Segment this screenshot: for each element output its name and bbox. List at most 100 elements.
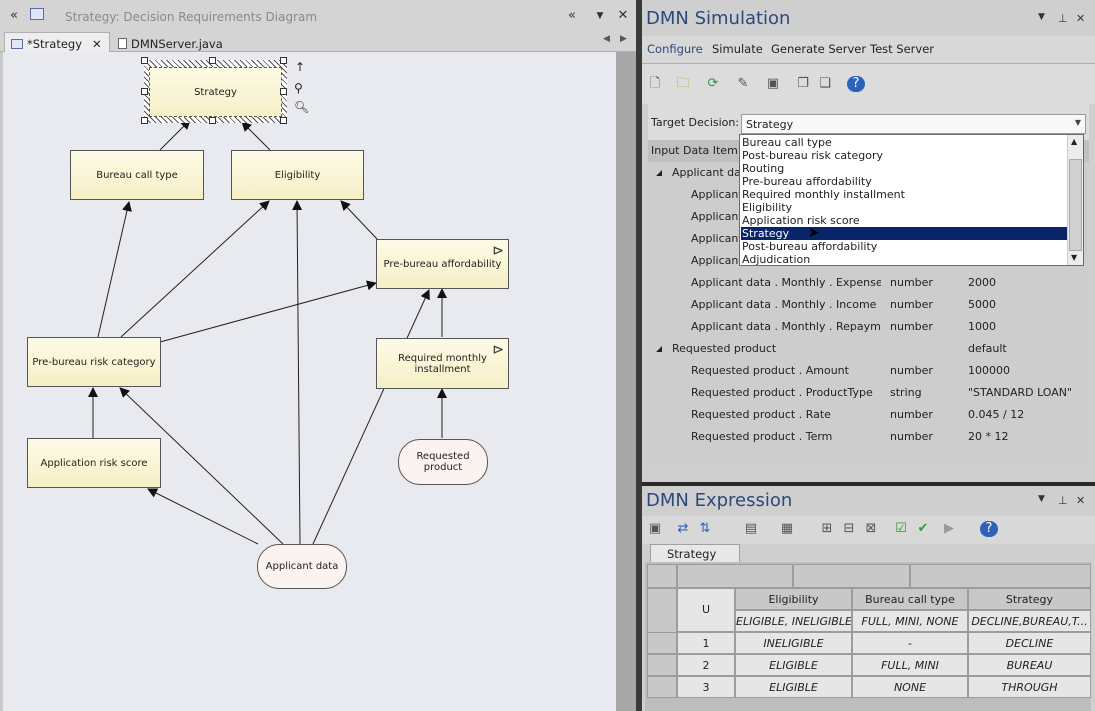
table-icon[interactable]: ▦	[778, 521, 796, 537]
input-value[interactable]: 5000	[968, 298, 996, 311]
copy-icon[interactable]: ❐	[794, 76, 812, 92]
pin-icon[interactable]: ⊥	[1058, 12, 1068, 25]
dropdown-option[interactable]: Eligibility	[741, 201, 1068, 214]
grid-row[interactable]: Applicant data . Monthly . Incomenumber5…	[648, 294, 1089, 316]
collapse-left-icon[interactable]: «	[6, 8, 22, 24]
rule-cell-strategy[interactable]: DECLINE	[968, 632, 1091, 654]
scroll-thumb[interactable]	[1069, 159, 1082, 251]
scroll-right-icon[interactable]: ▶	[620, 34, 627, 44]
paste-icon[interactable]: ❏	[816, 76, 834, 92]
refresh-icon[interactable]: ⟳	[704, 76, 722, 92]
save-icon[interactable]: ▣	[646, 521, 664, 537]
dropdown-option[interactable]: Routing	[741, 162, 1068, 175]
rule-cell-eligibility[interactable]: INELIGIBLE	[735, 632, 852, 654]
grid-row[interactable]: Requested product . Ratenumber0.045 / 12	[648, 404, 1089, 426]
rule-number[interactable]: 2	[677, 654, 735, 676]
insert-row-icon[interactable]: ⊟	[840, 521, 858, 537]
close-icon[interactable]: ✕	[1076, 12, 1085, 25]
tab-strategy[interactable]: *Strategy ✕	[4, 32, 110, 52]
rule-cell-strategy[interactable]: THROUGH	[968, 676, 1091, 698]
node-requested-product[interactable]: Requested product	[398, 439, 488, 485]
chevron-down-icon[interactable]: ▼	[1038, 12, 1045, 22]
target-decision-select[interactable]: Strategy ▼	[741, 114, 1086, 134]
tab-simulate[interactable]: Simulate	[712, 42, 763, 56]
input-value[interactable]: default	[968, 342, 1007, 355]
tab-generate-server[interactable]: Generate Server	[771, 42, 866, 56]
dropdown-option[interactable]: Application risk score	[741, 214, 1068, 227]
input-value[interactable]: 1000	[968, 320, 996, 333]
tab-dmnserver[interactable]: DMNServer.java	[112, 32, 229, 52]
quick-link-arrow-icon[interactable]: ↑	[295, 60, 305, 74]
collapse-icon[interactable]: «	[564, 8, 580, 24]
row-header[interactable]	[647, 632, 677, 654]
rule-number[interactable]: 1	[677, 632, 735, 654]
node-eligibility[interactable]: Eligibility	[231, 150, 364, 200]
resize-handle[interactable]	[141, 117, 148, 124]
grid-row[interactable]: Requested product . ProductTypestring"ST…	[648, 382, 1089, 404]
close-icon[interactable]: ✕	[615, 8, 631, 24]
node-application-risk-score[interactable]: Application risk score	[27, 438, 161, 488]
chevron-down-icon[interactable]: ▼	[1038, 494, 1045, 504]
validate-icon[interactable]: ☑	[892, 521, 910, 537]
input-value[interactable]: 0.045 / 12	[968, 408, 1024, 421]
help-icon[interactable]: ?	[847, 76, 865, 92]
dropdown-option[interactable]: Pre-bureau affordability	[741, 175, 1068, 188]
rule-cell-strategy[interactable]: BUREAU	[968, 654, 1091, 676]
allowed-values[interactable]: DECLINE,BUREAU,T...	[968, 610, 1091, 632]
node-pre-bureau-affordability[interactable]: Pre-bureau affordability ⊳	[376, 239, 509, 289]
node-required-monthly-installment[interactable]: Required monthly installment ⊳	[376, 338, 509, 389]
dropdown-option[interactable]: Strategy	[741, 227, 1068, 240]
tab-test-server[interactable]: Test Server	[870, 42, 934, 56]
allowed-values[interactable]: FULL, MINI, NONE	[852, 610, 968, 632]
grid-row[interactable]: Applicant data . Monthly . Expensesnumbe…	[648, 272, 1089, 294]
input-value[interactable]: "STANDARD LOAN"	[968, 386, 1072, 399]
folder-icon[interactable]: 🗀	[674, 76, 692, 92]
target-decision-dropdown[interactable]: Bureau call typePost-bureau risk categor…	[739, 134, 1084, 266]
run-icon[interactable]: ▶	[940, 521, 958, 537]
resize-handle[interactable]	[280, 57, 287, 64]
column-header-bureau-call-type[interactable]: Bureau call type	[852, 588, 968, 610]
tab-configure[interactable]: Configure	[647, 42, 703, 56]
scroll-up-icon[interactable]: ▲	[1071, 137, 1077, 146]
node-strategy[interactable]: Strategy	[149, 67, 282, 117]
grid-row[interactable]: Applicant data . Monthly . Repaym...numb…	[648, 316, 1089, 338]
dropdown-option[interactable]: Adjudication	[741, 253, 1068, 266]
rule-cell-eligibility[interactable]: ELIGIBLE	[735, 654, 852, 676]
pin-icon[interactable]: ⊥	[1058, 494, 1068, 507]
close-icon[interactable]: ✕	[1076, 494, 1085, 507]
diagram-canvas[interactable]: Strategy ↑ ⚲ 🔍︎ Bureau call type Eligibi…	[3, 52, 616, 711]
rule-cell-bureau-call-type[interactable]: FULL, MINI	[852, 654, 968, 676]
column-layout-icon[interactable]: ▤	[742, 521, 760, 537]
resize-handle[interactable]	[209, 57, 216, 64]
rule-cell-bureau-call-type[interactable]: NONE	[852, 676, 968, 698]
grid-group-row[interactable]: ◢Requested productdefault	[648, 338, 1089, 360]
resize-handle[interactable]	[280, 117, 287, 124]
tab-strategy-expression[interactable]: Strategy	[650, 544, 740, 562]
link-icon[interactable]: ⚲	[294, 81, 303, 95]
search-icon[interactable]: 🔍︎	[294, 100, 309, 114]
node-applicant-data[interactable]: Applicant data	[257, 544, 347, 589]
input-value[interactable]: 2000	[968, 276, 996, 289]
check-icon[interactable]: ✔	[914, 521, 932, 537]
delete-icon[interactable]: ⊠	[862, 521, 880, 537]
dropdown-option[interactable]: Bureau call type	[741, 136, 1068, 149]
input-value[interactable]: 20 * 12	[968, 430, 1009, 443]
save-icon[interactable]: ▣	[764, 76, 782, 92]
help-icon[interactable]: ?	[980, 521, 998, 537]
row-header[interactable]	[647, 654, 677, 676]
hit-policy[interactable]: U	[677, 588, 735, 632]
scroll-down-icon[interactable]: ▼	[1071, 253, 1077, 262]
expand-icon[interactable]: ◢	[656, 344, 662, 353]
rule-cell-eligibility[interactable]: ELIGIBLE	[735, 676, 852, 698]
grid-row[interactable]: Requested product . Termnumber20 * 12	[648, 426, 1089, 448]
chevron-down-icon[interactable]: ▼	[592, 8, 608, 24]
column-header-eligibility[interactable]: Eligibility	[735, 588, 852, 610]
sort-icon[interactable]: ⇅	[696, 521, 714, 537]
dropdown-option[interactable]: Post-bureau risk category	[741, 149, 1068, 162]
shuffle-icon[interactable]: ⇄	[674, 521, 692, 537]
resize-handle[interactable]	[280, 88, 287, 95]
insert-column-icon[interactable]: ⊞	[818, 521, 836, 537]
grid-row[interactable]: Requested product . Amountnumber100000	[648, 360, 1089, 382]
dropdown-option[interactable]: Required monthly installment	[741, 188, 1068, 201]
node-pre-bureau-risk-category[interactable]: Pre-bureau risk category	[27, 337, 161, 387]
